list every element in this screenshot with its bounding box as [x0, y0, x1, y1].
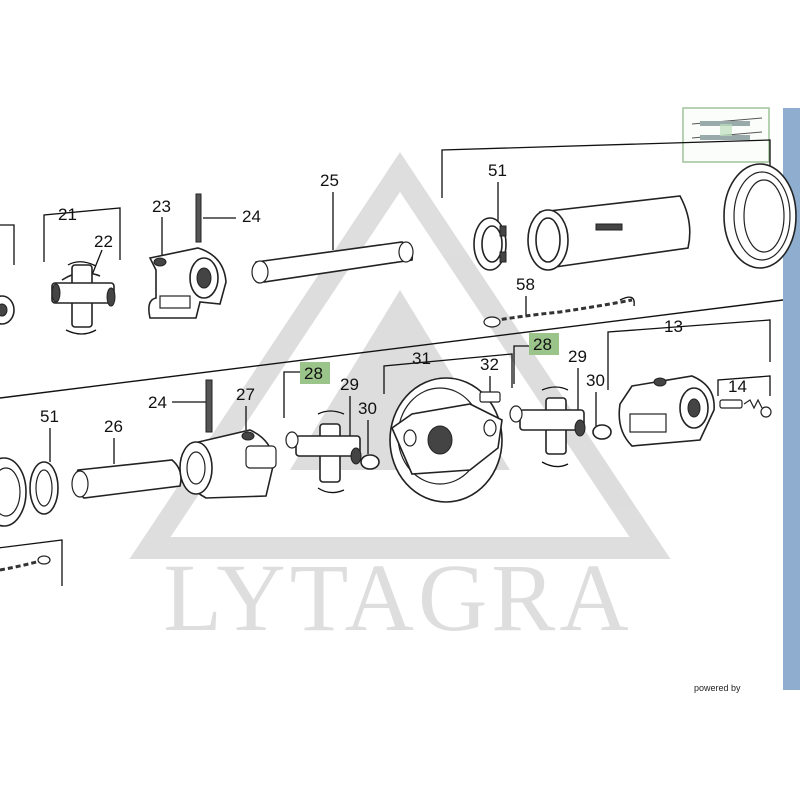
- bracket-13: [607, 319, 771, 390]
- part-edge-cap-top: [0, 295, 15, 325]
- callout-29-right: 29: [568, 347, 587, 366]
- callout-29-left: 29: [340, 375, 359, 394]
- bracket-21: [43, 207, 121, 262]
- callout-31: 31: [412, 349, 431, 368]
- callout-25: 25: [320, 171, 339, 190]
- inner-profile-tube-25: [251, 241, 414, 284]
- bracket-left-edge: [0, 224, 15, 265]
- universal-joint-cross-top: [51, 261, 116, 335]
- callout-30-right: 30: [586, 371, 605, 390]
- powered-by-text: powered by: [694, 683, 741, 693]
- callout-58: 58: [516, 275, 535, 294]
- bracket-14: [717, 375, 771, 396]
- bracket-58-bottom: [0, 539, 63, 586]
- bracket-31: [383, 353, 513, 394]
- guard-tube-top: [527, 195, 691, 271]
- universal-joint-cross-right: [509, 386, 612, 468]
- callout-24-top: 24: [242, 207, 261, 226]
- right-frame-bar: [783, 108, 800, 690]
- bracket-28-right: [513, 345, 529, 384]
- bearing-ring-51-top: [473, 217, 507, 271]
- yoke-13: [618, 375, 715, 447]
- outer-profile-tube-26: [71, 459, 182, 499]
- callout-30-left: 30: [358, 399, 377, 418]
- callout-14: 14: [728, 377, 747, 396]
- callout-23: 23: [152, 197, 171, 216]
- callout-28-right[interactable]: 28: [533, 335, 552, 354]
- callout-32: 32: [480, 355, 499, 374]
- callout-22: 22: [94, 232, 113, 251]
- highlight-28-right: [529, 333, 559, 355]
- spring-pin-24-bottom: [205, 379, 213, 433]
- bracket-51-top: [441, 139, 771, 198]
- safety-chain-bottom: [0, 555, 51, 572]
- callout-51-bottom: 51: [40, 407, 59, 426]
- guard-bellows-bottom: [0, 457, 27, 527]
- callout-28-left[interactable]: 28: [304, 364, 323, 383]
- bolt-spring-14: [719, 398, 772, 418]
- shaft-separator-line: [0, 299, 784, 399]
- universal-joint-cross-left: [285, 410, 380, 494]
- guard-bellows-top: [723, 163, 797, 269]
- spring-pin-24-top: [195, 193, 202, 243]
- callout-13: 13: [664, 317, 683, 336]
- callout-27: 27: [236, 385, 255, 404]
- callout-51-top: 51: [488, 161, 507, 180]
- overview-thumbnail[interactable]: [682, 107, 770, 163]
- callout-26: 26: [104, 417, 123, 436]
- callout-21: 21: [58, 205, 77, 224]
- center-joint-housing: [389, 377, 503, 503]
- callout-24-bottom: 24: [148, 393, 167, 412]
- highlight-28-left: [300, 362, 330, 384]
- yoke-27: [179, 429, 277, 499]
- grease-nipple-32: [479, 391, 501, 403]
- safety-chain-58: [483, 296, 635, 328]
- bearing-ring-51-bottom: [29, 461, 59, 515]
- bracket-28-left: [283, 371, 300, 418]
- watermark-text: LYTAGRA: [163, 544, 632, 651]
- yoke-23: [148, 247, 227, 319]
